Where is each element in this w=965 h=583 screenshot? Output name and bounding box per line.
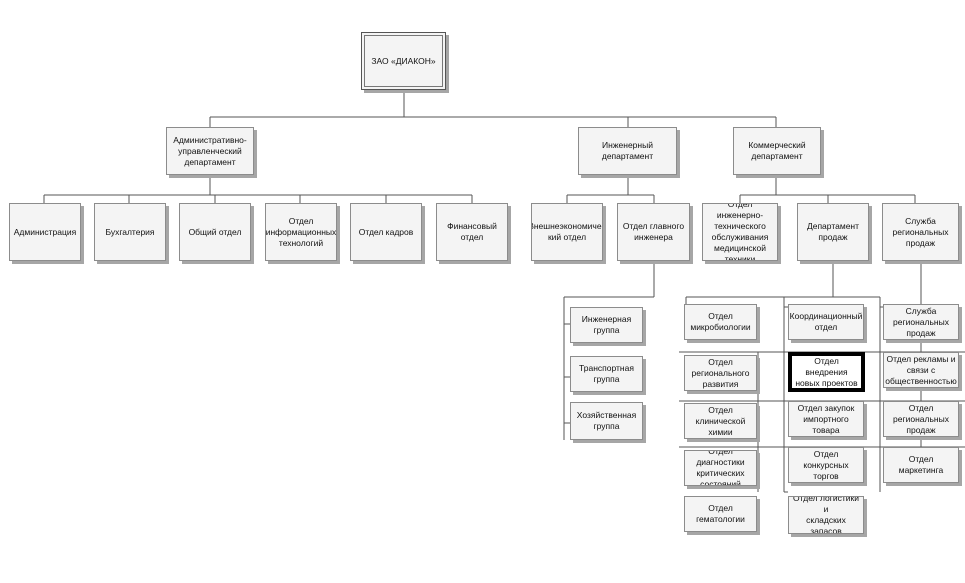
unit-regional-sales-service: Служба региональных продаж bbox=[882, 203, 959, 261]
unit-general: Общий отдел bbox=[179, 203, 251, 261]
connector bbox=[739, 175, 916, 203]
connector bbox=[209, 90, 777, 127]
connector bbox=[43, 175, 473, 203]
connector bbox=[566, 175, 655, 203]
sales-regional-development: Отдел регионального развития bbox=[684, 355, 757, 391]
dept-commercial: Коммерческий департамент bbox=[733, 127, 821, 175]
unit-chief-engineer: Отдел главного инженера bbox=[617, 203, 690, 261]
sales-regional-sales-dept: Отдел региональных продаж bbox=[883, 401, 959, 437]
sales-regional-sales-service-2: Служба региональных продаж bbox=[883, 304, 959, 340]
root-company: ЗАО «ДИАКОН» bbox=[361, 32, 446, 90]
connector bbox=[563, 261, 655, 440]
sales-clinical-chemistry: Отдел клинической химии bbox=[684, 403, 757, 439]
group-maintenance: Хозяйственная группа bbox=[570, 402, 643, 440]
sales-tenders: Отдел конкурсных торгов bbox=[788, 447, 864, 483]
sales-logistics: Отдел логистики и складских запасов bbox=[788, 496, 864, 534]
unit-medical-service: Отдел инженерно- технического обслуживан… bbox=[702, 203, 778, 261]
sales-advertising: Отдел рекламы и связи с общественностью bbox=[883, 352, 959, 388]
unit-accounting: Бухгалтерия bbox=[94, 203, 166, 261]
group-transport: Транспортная группа bbox=[570, 356, 643, 392]
dept-engineering: Инженерный департамент bbox=[578, 127, 677, 175]
sales-import-purchasing: Отдел закупок импортного товара bbox=[788, 401, 864, 437]
unit-it: Отдел информационных технологий bbox=[265, 203, 337, 261]
sales-hematology: Отдел гематологии bbox=[684, 496, 757, 532]
sales-coordination: Координационный отдел bbox=[788, 304, 864, 340]
unit-hr: Отдел кадров bbox=[350, 203, 422, 261]
group-engineering: Инженерная группа bbox=[570, 307, 643, 343]
unit-administration: Администрация bbox=[9, 203, 81, 261]
sales-critical-diagnostics: Отдел диагностики критических состояний bbox=[684, 450, 757, 486]
sales-new-projects-highlighted: Отдел внедрения новых проектов bbox=[788, 352, 865, 392]
unit-finance: Финансовый отдел bbox=[436, 203, 508, 261]
unit-sales-department: Департамент продаж bbox=[797, 203, 869, 261]
unit-foreign-trade: Внешнеэкономичес кий отдел bbox=[531, 203, 603, 261]
sales-microbiology: Отдел микробиологии bbox=[684, 304, 757, 340]
sales-marketing: Отдел маркетинга bbox=[883, 447, 959, 483]
dept-admin: Административно- управленческий департам… bbox=[166, 127, 254, 175]
